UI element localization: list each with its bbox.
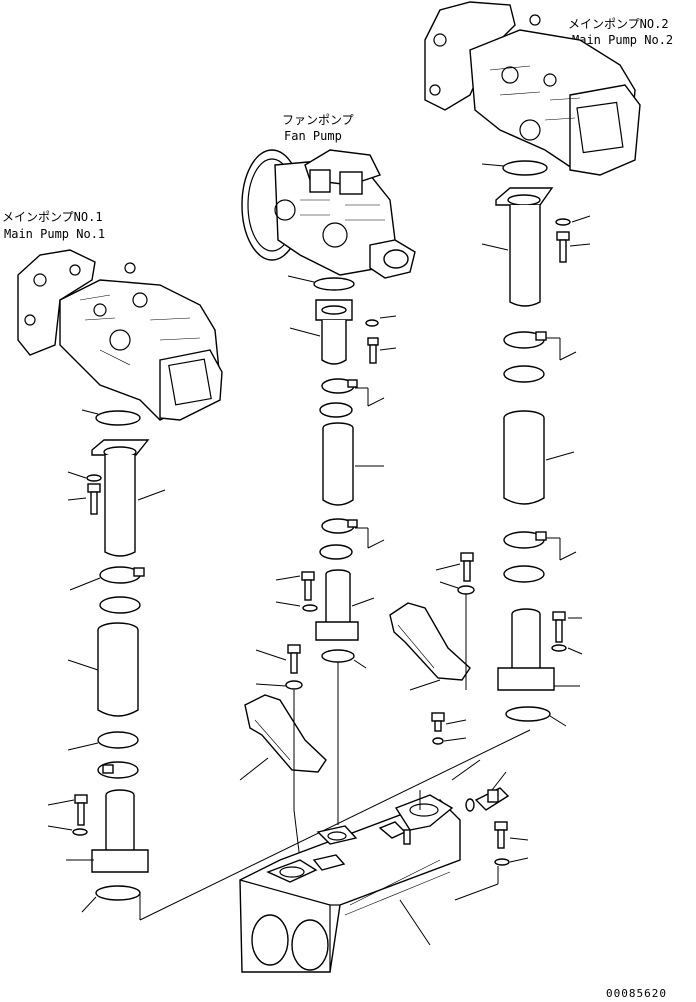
clamp-right-2 [503, 531, 547, 583]
washer-center-3 [285, 680, 303, 690]
leader-lines-right-3 [443, 719, 467, 742]
washer-right-1 [555, 218, 571, 226]
pipe-flange-left [91, 439, 150, 557]
pipe-flange-left-bottom [91, 789, 149, 873]
leader-lines-left [47, 409, 531, 921]
washer-center-2 [302, 604, 318, 612]
bolt-right-1 [556, 231, 570, 263]
main-pump-1-label-jp: メインポンプNO.1 [2, 210, 103, 224]
hose-left [97, 622, 139, 717]
main-pump-1 [17, 249, 223, 421]
pipe-flange-right-bottom [497, 608, 555, 691]
bolt-right-4 [494, 821, 508, 849]
bolt-center-1 [367, 337, 379, 364]
manifold-block [239, 794, 461, 973]
bolt-center-2 [301, 571, 315, 601]
bolt-left-1 [87, 483, 101, 515]
leader-lines-elbow [451, 759, 507, 791]
fan-pump [241, 149, 416, 279]
washer-right-3 [457, 585, 475, 595]
gasket-right-bottom [505, 706, 551, 722]
washer-right-2 [551, 644, 567, 652]
washer-left-1 [86, 474, 102, 482]
leader-lines-center [275, 275, 397, 825]
washer-left-2 [72, 828, 88, 836]
main-pump-2-label-jp: メインポンプNO.2 [568, 17, 669, 31]
leader-lines-right-4 [454, 837, 529, 901]
bolt-left-2 [74, 794, 88, 826]
elbow-fitting [465, 787, 510, 812]
bracket-right [389, 602, 471, 681]
leader-lines-right-2 [409, 563, 467, 691]
bolt-center-3 [287, 644, 301, 674]
clamp-center-2 [319, 518, 358, 560]
pipe-flange-right [495, 187, 554, 307]
fan-pump-label-en: Fan Pump [284, 129, 342, 143]
bracket-center [244, 694, 327, 773]
pipe-flange-center-bottom [315, 569, 359, 641]
washer-right-4 [494, 858, 510, 866]
document-number: 00085620 [606, 987, 667, 1000]
pipe-flange-center [315, 299, 353, 365]
hose-center [322, 422, 354, 506]
washer-small-right [432, 737, 444, 745]
washer-center-1 [365, 319, 379, 327]
gasket-left-top [95, 410, 141, 426]
bolt-right-2 [552, 611, 566, 643]
gasket-center-bottom [321, 649, 355, 663]
main-pump-2-label-en: Main Pump No.2 [572, 33, 673, 47]
leader-lines-right [481, 163, 591, 727]
gasket-center-top [313, 277, 355, 291]
bolt-right-3 [460, 552, 474, 582]
main-pump-2 [424, 1, 641, 176]
hose-right [503, 410, 545, 505]
leader-lines-center-2 [239, 649, 301, 861]
clamp-center-1 [319, 378, 358, 418]
main-pump-1-label-en: Main Pump No.1 [4, 227, 105, 241]
fan-pump-label-jp: ファンポンプ [282, 113, 354, 127]
clamp-right-1 [503, 331, 547, 383]
leader-lines-block [399, 790, 431, 946]
gasket-right-top [502, 160, 548, 176]
gasket-left-bottom [95, 885, 141, 901]
clamp-left-1 [99, 566, 145, 614]
bolt-small-right [431, 712, 445, 732]
clamp-left-2 [97, 731, 139, 779]
